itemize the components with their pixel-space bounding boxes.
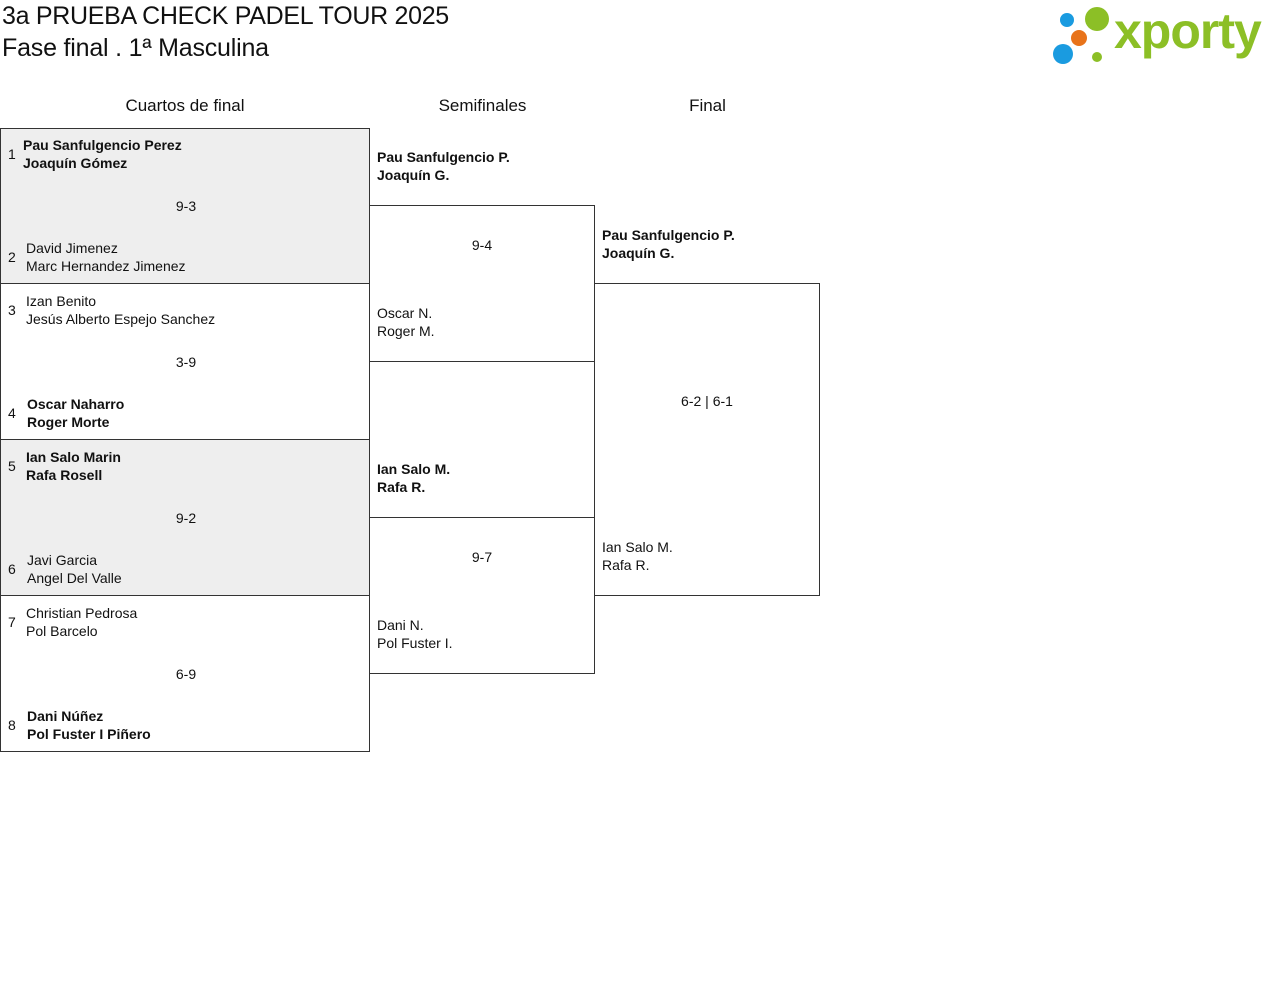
semifinal-loser: Oscar N. Roger M. bbox=[377, 304, 435, 340]
match-score: 9-7 bbox=[471, 549, 493, 565]
logo-wordmark: xporty bbox=[1114, 3, 1262, 59]
player-name: Joaquín G. bbox=[377, 167, 450, 183]
match-score: 6-2 | 6-1 bbox=[681, 393, 733, 409]
final-match: 6-2 | 6-1 Ian Salo M. Rafa R. bbox=[594, 283, 820, 596]
seed-number: 6 bbox=[8, 561, 16, 577]
player-name: Pau Sanfulgencio P. bbox=[377, 149, 510, 165]
round-header-quarters: Cuartos de final bbox=[125, 96, 245, 115]
player-name: Oscar N. bbox=[377, 305, 433, 321]
player-name: Dani N. bbox=[377, 617, 424, 633]
phase-subtitle: Fase final . 1ª Masculina bbox=[2, 34, 269, 62]
semifinal-winner: Ian Salo M. Rafa R. bbox=[377, 460, 450, 496]
player-name: Dani Núñez bbox=[27, 708, 104, 724]
quarterfinal-match: 7 Christian Pedrosa Pol Barcelo 6-9 8 Da… bbox=[0, 595, 370, 752]
player-name: Pol Barcelo bbox=[26, 623, 98, 639]
match-score: 9-3 bbox=[175, 198, 197, 214]
seed-number: 1 bbox=[8, 146, 16, 162]
logo-dots-icon bbox=[1053, 7, 1109, 64]
semifinal-loser: Dani N. Pol Fuster I. bbox=[377, 616, 452, 652]
player-name: Pau Sanfulgencio P. bbox=[602, 227, 735, 243]
round-header-final: Final bbox=[689, 96, 726, 115]
seed-number: 2 bbox=[8, 249, 16, 265]
seed-number: 8 bbox=[8, 717, 16, 733]
player-name: Oscar Naharro bbox=[27, 396, 125, 412]
player-name: Roger M. bbox=[377, 323, 435, 339]
tournament-title: 3a PRUEBA CHECK PADEL TOUR 2025 bbox=[2, 2, 449, 30]
semifinal-winner: Pau Sanfulgencio P. Joaquín G. bbox=[377, 148, 510, 184]
match-score: 3-9 bbox=[175, 354, 197, 370]
player-name: Jesús Alberto Espejo Sanchez bbox=[26, 311, 216, 327]
team-winner: Dani Núñez Pol Fuster I Piñero bbox=[27, 707, 151, 743]
semifinal-match: 9-7 Dani N. Pol Fuster I. bbox=[369, 517, 595, 674]
player-name: Joaquín G. bbox=[602, 245, 675, 261]
player-name: Roger Morte bbox=[27, 414, 110, 430]
player-name: Pol Fuster I Piñero bbox=[27, 726, 151, 742]
semifinal-match: 9-4 Oscar N. Roger M. bbox=[369, 205, 595, 362]
team-loser: Javi Garcia Angel Del Valle bbox=[27, 551, 122, 587]
player-name: Angel Del Valle bbox=[27, 570, 122, 586]
player-name: Joaquín Gómez bbox=[23, 155, 128, 171]
quarterfinal-match: 1 Pau Sanfulgencio Perez Joaquín Gómez 9… bbox=[0, 128, 370, 284]
team-winner: Ian Salo Marin Rafa Rosell bbox=[26, 448, 121, 484]
seed-number: 5 bbox=[8, 458, 16, 474]
team-winner: Pau Sanfulgencio Perez Joaquín Gómez bbox=[23, 136, 182, 172]
player-name: Rafa R. bbox=[377, 479, 426, 495]
player-name: Izan Benito bbox=[26, 293, 97, 309]
player-name: Ian Salo Marin bbox=[26, 449, 121, 465]
team-loser: David Jimenez Marc Hernandez Jimenez bbox=[26, 239, 186, 275]
final-winner: Pau Sanfulgencio P. Joaquín G. bbox=[602, 226, 735, 262]
player-name: Rafa Rosell bbox=[26, 467, 103, 483]
match-score: 9-2 bbox=[175, 510, 197, 526]
round-header-semis: Semifinales bbox=[438, 96, 527, 115]
seed-number: 4 bbox=[8, 405, 16, 421]
team-winner: Oscar Naharro Roger Morte bbox=[27, 395, 124, 431]
player-name: Marc Hernandez Jimenez bbox=[26, 258, 186, 274]
final-loser: Ian Salo M. Rafa R. bbox=[602, 538, 673, 574]
player-name: Pol Fuster I. bbox=[377, 635, 453, 651]
player-name: Pau Sanfulgencio Perez bbox=[23, 137, 182, 153]
team-loser: Izan Benito Jesús Alberto Espejo Sanchez bbox=[26, 292, 215, 328]
player-name: Ian Salo M. bbox=[602, 539, 673, 555]
seed-number: 7 bbox=[8, 614, 16, 630]
match-score: 9-4 bbox=[471, 237, 493, 253]
player-name: Christian Pedrosa bbox=[26, 605, 138, 621]
player-name: Ian Salo M. bbox=[377, 461, 451, 477]
quarterfinal-match: 5 Ian Salo Marin Rafa Rosell 9-2 6 Javi … bbox=[0, 439, 370, 596]
team-loser: Christian Pedrosa Pol Barcelo bbox=[26, 604, 137, 640]
player-name: Rafa R. bbox=[602, 557, 650, 573]
seed-number: 3 bbox=[8, 302, 16, 318]
match-score: 6-9 bbox=[175, 666, 197, 682]
player-name: Javi Garcia bbox=[27, 552, 98, 568]
quarterfinal-match: 3 Izan Benito Jesús Alberto Espejo Sanch… bbox=[0, 283, 370, 440]
player-name: David Jimenez bbox=[26, 240, 118, 256]
